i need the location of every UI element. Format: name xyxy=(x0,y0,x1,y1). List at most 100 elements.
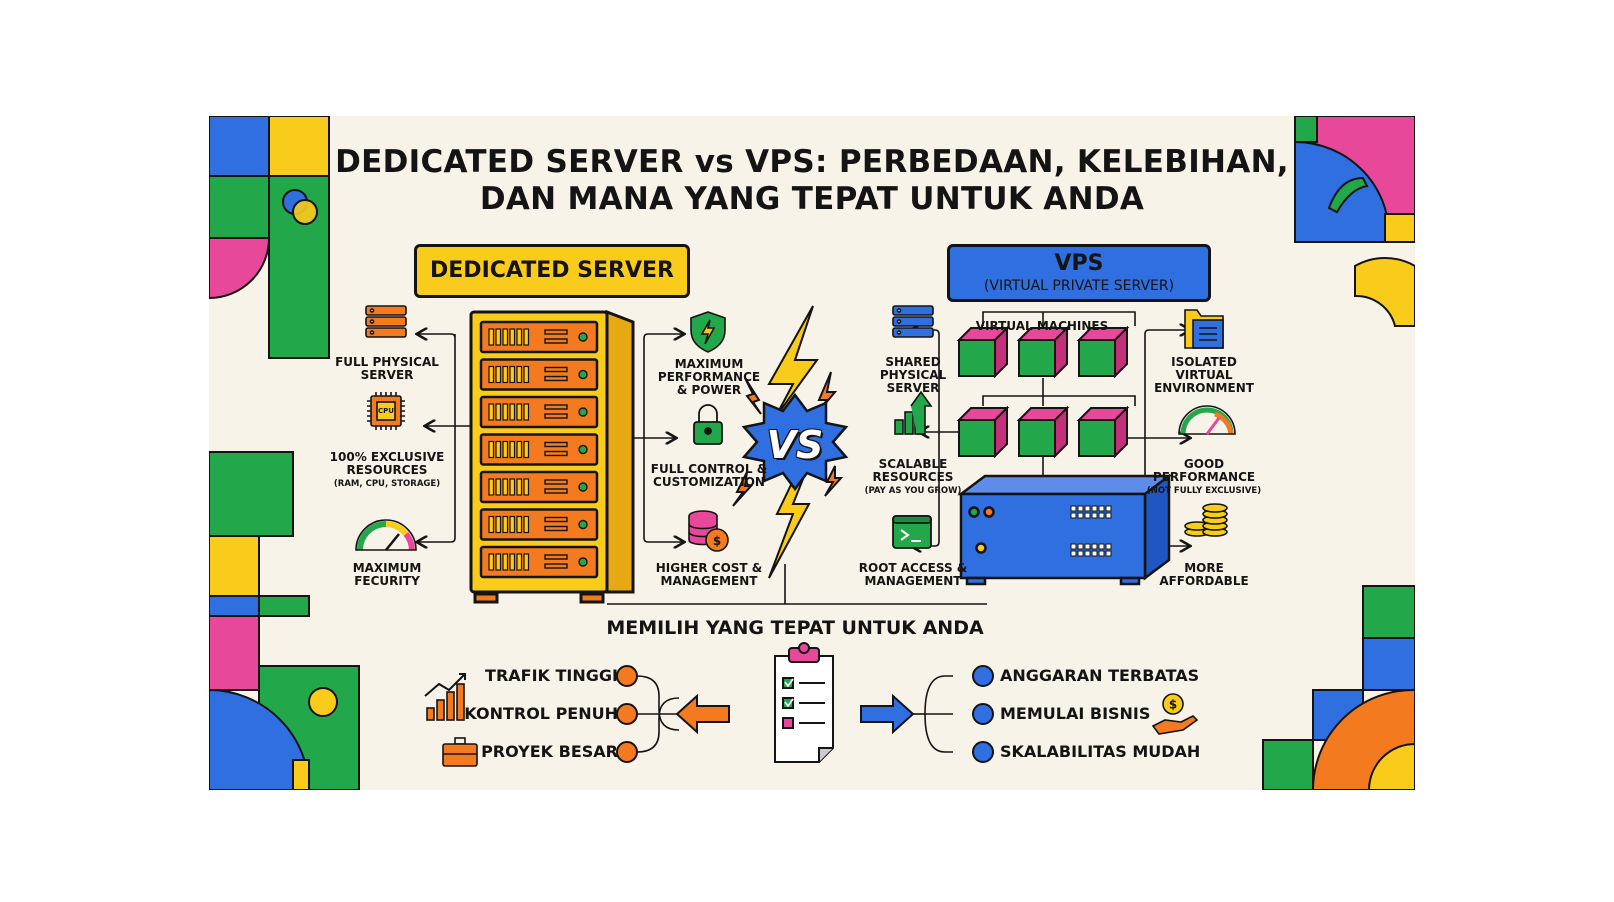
reason-trafik-tinggi: TRAFIK TINGGI xyxy=(485,666,618,685)
vent xyxy=(1070,505,1077,512)
vent xyxy=(1077,512,1084,519)
vent xyxy=(1105,505,1112,512)
padlock-icon xyxy=(693,404,723,445)
reason-skalabilitas-mudah: SKALABILITAS MUDAH xyxy=(1000,742,1201,761)
right-arrow-icon xyxy=(860,693,915,735)
vent xyxy=(1091,512,1098,519)
server-stack-icon xyxy=(365,305,407,338)
feature-higher-cost: HIGHER COST & MANAGEMENT xyxy=(655,561,763,588)
briefcase-icon xyxy=(442,737,478,767)
reason-dot xyxy=(616,741,638,763)
feature-maximum-performance: MAXIMUM PERFORMANCE & POWER xyxy=(657,357,761,397)
speedometer-icon xyxy=(1178,405,1236,435)
feature-exclusive-resources-note: (RAM, CPU, STORAGE) xyxy=(333,479,441,489)
infographic-artwork: $ xyxy=(209,116,1415,790)
title-line-1: DEDICATED SERVER vs VPS: PERBEDAAN, KELE… xyxy=(335,144,1289,180)
feature-scalable-resources-note: (PAY AS YOU GROW) xyxy=(864,486,962,496)
reason-proyek-besar: PROYEK BESAR xyxy=(481,742,618,761)
dedicated-reason-dots xyxy=(616,665,638,763)
feature-exclusive-resources: 100% EXCLUSIVE RESOURCES xyxy=(329,450,445,477)
reason-dot xyxy=(972,741,994,763)
vent xyxy=(1091,543,1098,550)
gauge-icon xyxy=(355,519,417,551)
vps-header-title: VPS xyxy=(1054,251,1104,276)
reason-memulai-bisnis: MEMULAI BISNIS xyxy=(1000,704,1151,723)
feature-shared-physical-server: SHARED PHYSICAL SERVER xyxy=(879,355,947,395)
vps-header: VPS (VIRTUAL PRIVATE SERVER) xyxy=(947,244,1211,302)
reason-anggaran-terbatas: ANGGARAN TERBATAS xyxy=(1000,666,1200,685)
vm-cube xyxy=(1076,405,1130,459)
dedicated-reason-connectors xyxy=(636,675,680,753)
vent xyxy=(1084,550,1091,557)
title-line-2: DAN MANA YANG TEPAT UNTUK ANDA xyxy=(479,181,1145,217)
rack-unit xyxy=(479,358,599,391)
growth-chart-icon xyxy=(894,390,933,435)
host-vents xyxy=(1070,505,1112,557)
feature-root-access: ROOT ACCESS & MANAGEMENT xyxy=(858,561,968,588)
feature-maximum-fecurity: MAXIMUM FECURITY xyxy=(352,561,422,588)
vent xyxy=(1070,543,1077,550)
vent xyxy=(1105,543,1112,550)
vent xyxy=(1098,543,1105,550)
vm-label: VIRTUAL MACHINES xyxy=(975,319,1109,333)
feature-scalable-resources: SCALABLE RESOURCES xyxy=(872,457,954,484)
svg-text:$: $ xyxy=(713,534,721,548)
feature-good-performance: GOOD PERFORMANCE xyxy=(1152,457,1256,484)
rack-unit xyxy=(479,508,599,541)
rack-units xyxy=(479,320,599,579)
vm-cube xyxy=(1016,325,1070,379)
vent xyxy=(1070,512,1077,519)
reason-dot xyxy=(972,703,994,725)
rack-unit xyxy=(479,433,599,466)
vent xyxy=(1084,512,1091,519)
choose-heading: MEMILIH YANG TEPAT UNTUK ANDA xyxy=(606,617,984,639)
vent xyxy=(1098,512,1105,519)
vent xyxy=(1098,550,1105,557)
vps-host-server xyxy=(957,473,1173,586)
vps-header-subtitle: (VIRTUAL PRIVATE SERVER) xyxy=(983,278,1175,294)
dedicated-header-text: DEDICATED SERVER xyxy=(430,258,674,283)
rack-unit xyxy=(479,470,599,504)
vent xyxy=(1091,505,1098,512)
vent xyxy=(1077,543,1084,550)
feature-more-affordable: MORE AFFORDABLE xyxy=(1159,561,1249,588)
feature-isolated-environment: ISOLATED VIRTUAL ENVIRONMENT xyxy=(1154,355,1254,395)
decor-top-right xyxy=(1294,116,1415,327)
vent xyxy=(1105,512,1112,519)
vps-reason-dots xyxy=(972,665,994,763)
vm-cube xyxy=(1076,325,1130,379)
shield-bolt-icon xyxy=(690,311,726,353)
terminal-icon xyxy=(892,515,932,549)
vm-cube xyxy=(1016,405,1070,459)
vent xyxy=(1091,550,1098,557)
vent xyxy=(1084,505,1091,512)
decor-top-left xyxy=(209,116,330,359)
left-arrow-icon xyxy=(675,693,730,735)
vps-server-stack-icon xyxy=(892,305,934,338)
hand-coin-icon: $ xyxy=(1151,693,1199,735)
svg-text:$: $ xyxy=(1169,698,1177,712)
reason-dot xyxy=(616,665,638,687)
feature-full-physical-server: FULL PHYSICAL SERVER xyxy=(335,355,439,382)
rack-unit xyxy=(479,395,599,429)
vent xyxy=(1098,505,1105,512)
vent xyxy=(1077,550,1084,557)
vm-cube xyxy=(956,325,1010,379)
dedicated-connectors xyxy=(418,334,683,542)
cpu-chip-text: CPU xyxy=(378,407,394,415)
reason-dot xyxy=(972,665,994,687)
virtual-machine-cubes xyxy=(956,325,1130,459)
reason-dot xyxy=(616,703,638,725)
reason-kontrol-penuh: KONTROL PENUH xyxy=(464,704,618,723)
folder-icon xyxy=(1184,309,1224,349)
vent xyxy=(1070,550,1077,557)
vps-reason-connectors xyxy=(913,675,953,753)
vs-badge-text: VS xyxy=(766,423,824,467)
decor-bottom-left xyxy=(209,615,360,790)
vent xyxy=(1084,543,1091,550)
feature-full-control: FULL CONTROL & CUSTOMIZATION xyxy=(650,462,768,489)
infographic-canvas: $ xyxy=(209,116,1415,790)
cpu-chip-icon xyxy=(367,392,405,430)
bar-chart-icon xyxy=(424,673,466,721)
vent xyxy=(1077,505,1084,512)
